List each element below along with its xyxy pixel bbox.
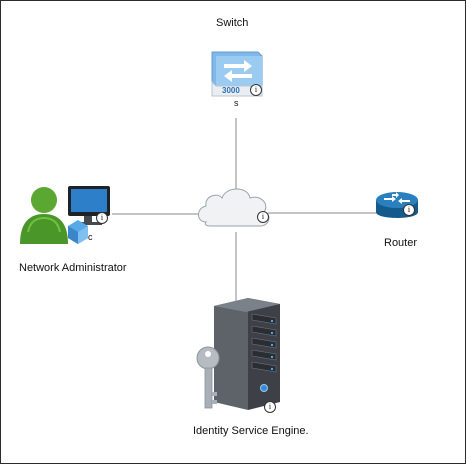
switch-label: Switch xyxy=(216,17,249,29)
switch-icon[interactable] xyxy=(211,51,263,97)
switch-model-text: 3000 xyxy=(222,86,240,95)
admin-workstation-icon[interactable] xyxy=(20,186,110,244)
switch-port-text: s xyxy=(234,98,239,108)
network-administrator-label: Network Administrator xyxy=(19,262,127,274)
cloud-info-icon[interactable]: i xyxy=(257,211,269,223)
ise-info-icon[interactable]: i xyxy=(264,401,276,413)
connections xyxy=(112,118,376,302)
server-with-key-icon[interactable] xyxy=(196,298,280,410)
admin-port-text: c xyxy=(88,232,93,242)
switch-info-icon[interactable]: i xyxy=(250,84,262,96)
cloud-icon[interactable] xyxy=(198,188,270,227)
ise-label: Identity Service Engine. xyxy=(193,425,309,437)
router-info-icon[interactable]: i xyxy=(403,204,415,216)
admin-info-icon[interactable]: i xyxy=(96,212,108,224)
router-label: Router xyxy=(384,237,418,249)
